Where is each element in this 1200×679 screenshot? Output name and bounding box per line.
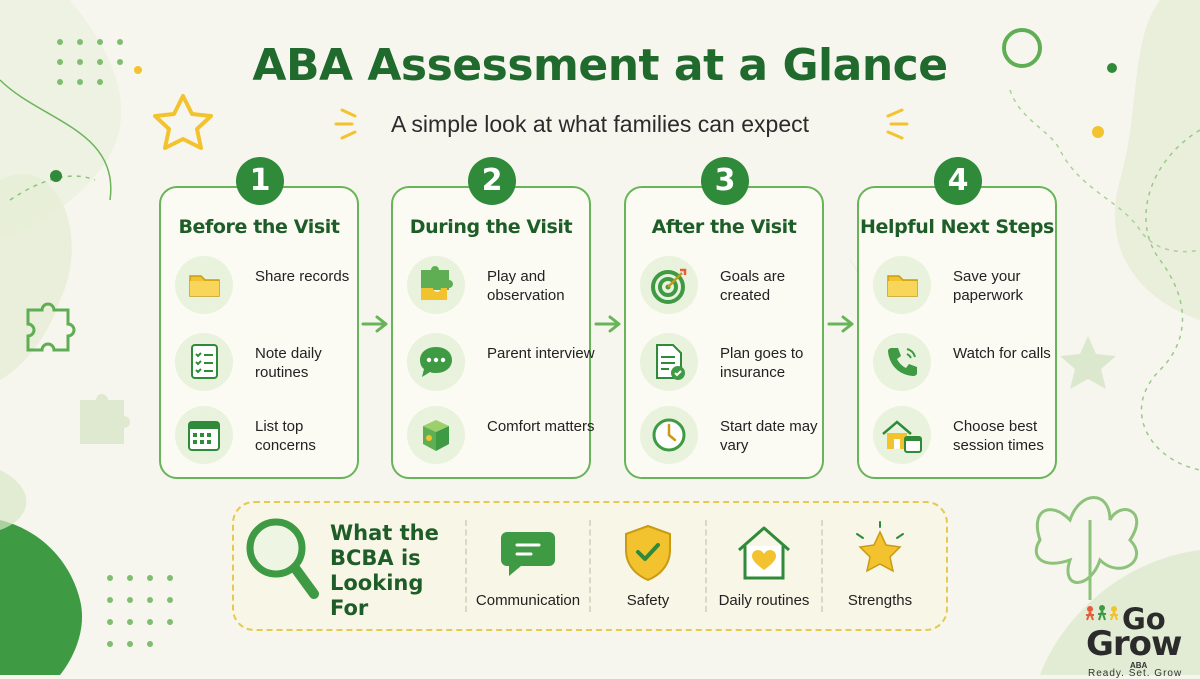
divider [705, 520, 707, 612]
item-label: Watch for calls [953, 345, 1051, 362]
house-calendar-icon [873, 406, 931, 464]
item-label: Plan goes to insurance [720, 345, 804, 381]
looking-for-item: Strengths [818, 518, 942, 618]
step-number-2: 2 [468, 157, 516, 205]
house-heart-icon [738, 526, 790, 580]
card-title: After the Visit [651, 216, 797, 238]
clock-icon [640, 406, 698, 464]
list-item: Share records [175, 256, 355, 316]
list-item: Choose best session times [873, 406, 1053, 466]
step-number-4: 4 [934, 157, 982, 205]
logo-tagline: Ready. Set. Grow [1088, 668, 1183, 679]
item-label: Parent interview [487, 345, 595, 362]
cube-icon [407, 406, 465, 464]
list-item: Start date may vary [640, 406, 820, 466]
star-icon [856, 521, 904, 573]
item-label: Save your paperwork [953, 268, 1024, 304]
step-number-3: 3 [701, 157, 749, 205]
document-check-icon [640, 333, 698, 391]
item-label: Daily routines [718, 592, 810, 609]
step-card-next-steps: Helpful Next Steps Save your paperwork W… [857, 186, 1057, 479]
looking-for-title: What the BCBA is Looking For [330, 521, 439, 620]
item-label: List top concerns [255, 418, 316, 454]
item-label: Share records [255, 268, 350, 285]
logo-subtext: ABA [1130, 661, 1148, 670]
folder-icon [175, 256, 233, 314]
card-title: During the Visit [409, 216, 573, 238]
item-label: Safety [626, 592, 670, 609]
divider [589, 520, 591, 612]
step-card-before-visit: Before the Visit Share records Note dail… [159, 186, 359, 479]
list-item: List top concerns [175, 406, 355, 466]
list-item: Note daily routines [175, 333, 355, 393]
looking-for-item: Communication [466, 518, 590, 618]
list-item: Parent interview [407, 333, 595, 393]
folder-icon [873, 256, 931, 314]
logo-text: Go [1122, 602, 1166, 636]
page-subtitle: A simple look at what families can expec… [390, 111, 810, 137]
list-item: Watch for calls [873, 333, 1053, 393]
list-item: Play and observation [407, 256, 587, 316]
arrow-right-icon [361, 315, 388, 333]
item-label: Start date may vary [720, 418, 818, 454]
card-title: Helpful Next Steps [860, 216, 1054, 238]
phone-icon [873, 333, 931, 391]
step-card-after-visit: After the Visit Goals are created Plan g… [624, 186, 824, 479]
item-label: Note daily routines [255, 345, 322, 381]
list-item: Goals are created [640, 256, 820, 316]
item-label: Goals are created [720, 268, 786, 304]
item-label: Play and observation [487, 268, 565, 304]
brand-logo: Go Grow ABA Ready. Set. Grow [1082, 602, 1194, 679]
looking-for-item: Safety [586, 518, 710, 618]
target-icon [640, 256, 698, 314]
item-label: Comfort matters [487, 418, 595, 435]
checklist-icon [175, 333, 233, 391]
magnifier-icon [246, 518, 319, 599]
puzzle-icon [407, 256, 465, 314]
divider [465, 520, 467, 612]
item-label: Choose best session times [953, 418, 1044, 454]
children-figures-icon [1086, 605, 1118, 621]
item-label: Communication [475, 592, 581, 609]
list-item: Comfort matters [407, 406, 595, 466]
calendar-icon [175, 406, 233, 464]
list-item: Plan goes to insurance [640, 333, 820, 393]
step-number-1: 1 [236, 157, 284, 205]
step-card-during-visit: During the Visit Play and observation Pa… [391, 186, 595, 479]
speech-bubble-icon [501, 532, 555, 576]
shield-check-icon [625, 524, 671, 582]
chat-bubble-icon [407, 333, 465, 391]
logo-text: Grow [1086, 624, 1182, 664]
arrow-right-icon [827, 315, 854, 333]
page-title: ABA Assessment at a Glance [252, 40, 948, 91]
card-title: Before the Visit [178, 216, 340, 238]
arrow-right-icon [594, 315, 621, 333]
divider [821, 520, 823, 612]
item-label: Strengths [847, 592, 913, 609]
looking-for-item: Daily routines [702, 518, 826, 618]
list-item: Save your paperwork [873, 256, 1053, 316]
